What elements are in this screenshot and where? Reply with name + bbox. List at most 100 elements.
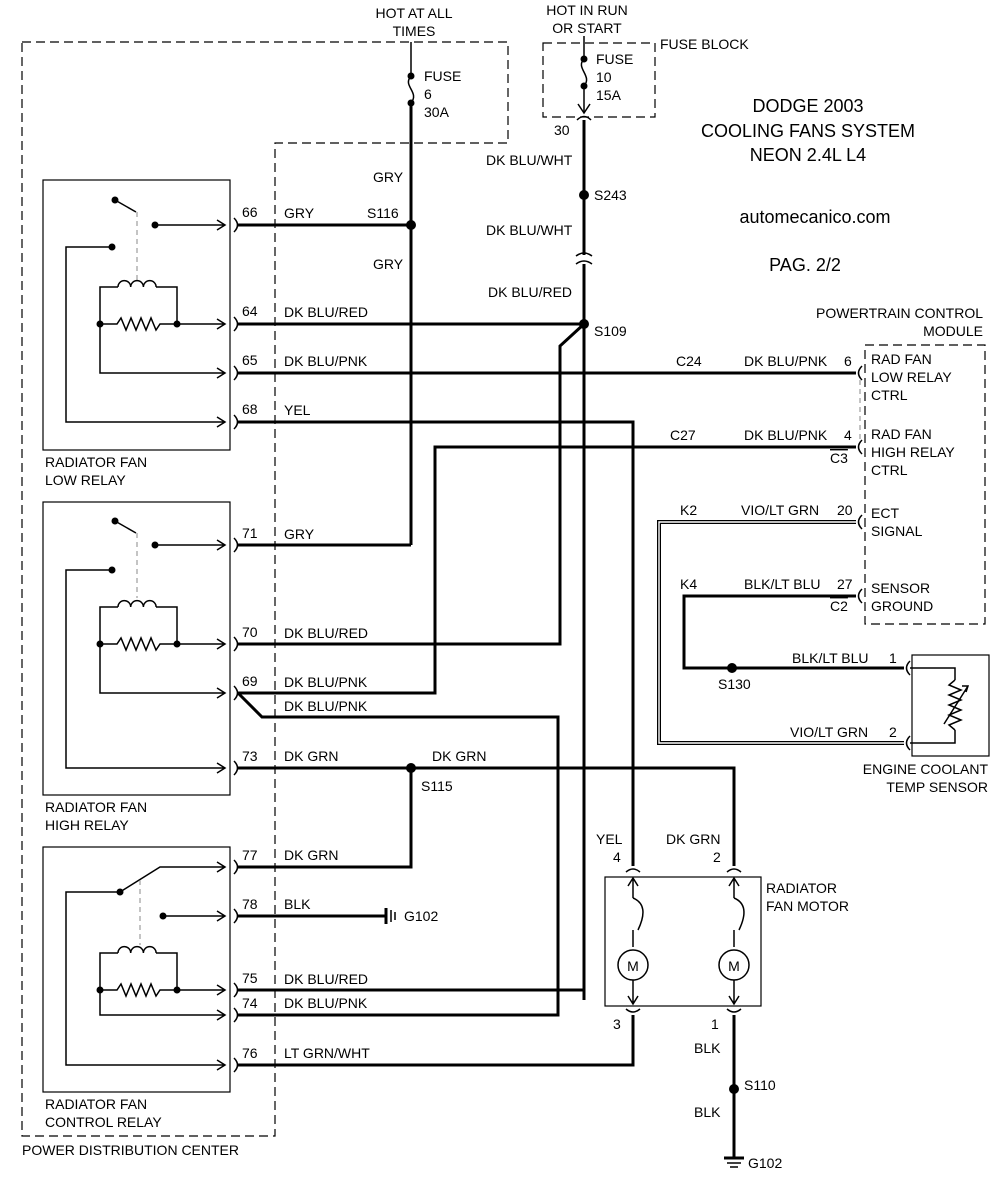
dk-blu-pnk-wire-69-c27 (238, 445, 856, 695)
fuse-block-pin-30: 30 (554, 122, 570, 138)
fuse-block-enclosure (542, 42, 656, 118)
motor-connector-icons (625, 868, 742, 1013)
pdc-pin-64: 64 (242, 303, 258, 319)
wire-75-color: DK BLU/RED (284, 971, 368, 987)
hot-in-run-label-2: OR START (552, 20, 622, 36)
pcm-4-wire-color: DK BLU/PNK (744, 427, 828, 443)
pdc-pin-77: 77 (242, 847, 258, 863)
pdc-pin-65: 65 (242, 352, 258, 368)
wire-68-color: YEL (284, 402, 311, 418)
motor-yel-label: YEL (596, 831, 623, 847)
wire-69-color-lower: DK BLU/PNK (284, 698, 368, 714)
wire-71-color: GRY (284, 526, 315, 542)
wire-74-color: DK BLU/PNK (284, 995, 368, 1011)
pcm-enclosure (864, 344, 986, 625)
dk-grn-label-right: DK GRN (432, 748, 486, 764)
ground-g102-pdc-label: G102 (404, 908, 438, 924)
pdc-pin-69: 69 (242, 673, 258, 689)
pdc-pin-75: 75 (242, 970, 258, 986)
pcm-pin-4: 4 (844, 427, 852, 443)
wire-64-color: DK BLU/RED (284, 304, 368, 320)
title-line-3: NEON 2.4L L4 (750, 145, 866, 165)
pcm-sensor-ground-2: GROUND (871, 598, 933, 614)
pcm-connector-c3: C3 (830, 450, 848, 466)
wire-66-color: GRY (284, 205, 315, 221)
motor-dk-grn-label: DK GRN (666, 831, 720, 847)
dk-blu-wht-label-lower: DK BLU/WHT (486, 222, 573, 238)
ect-1-wire-color: BLK/LT BLU (792, 650, 869, 666)
ground-g102-pdc-icon (384, 908, 396, 924)
hot-at-all-times-label-1: HOT AT ALL (375, 5, 452, 21)
fuse-10-label-3: 15A (596, 87, 622, 103)
splice-s243 (579, 190, 589, 200)
hot-at-all-times-label-2: TIMES (393, 23, 436, 39)
pdc-pin-78: 78 (242, 896, 258, 912)
pdc-pin-66: 66 (242, 204, 258, 220)
pcm-k4-label: K4 (680, 576, 697, 592)
ect-pin-2: 2 (889, 724, 897, 740)
pcm-low-ctrl-2: LOW RELAY (871, 369, 952, 385)
gry-label-lower: GRY (373, 256, 404, 272)
splice-s243-label: S243 (594, 187, 627, 203)
pdc-pin-70: 70 (242, 624, 258, 640)
splice-s109-label: S109 (594, 323, 627, 339)
low-relay-label-1: RADIATOR FAN (45, 454, 147, 470)
dk-blu-red-wire-70 (238, 322, 586, 646)
diagram-title: DODGE 2003 COOLING FANS SYSTEM NEON 2.4L… (701, 96, 915, 275)
hot-in-run-label-1: HOT IN RUN (546, 2, 627, 18)
ect-sensor-label-1: ENGINE COOLANT (863, 761, 989, 777)
wire-77-color: DK GRN (284, 847, 338, 863)
control-relay-label-2: CONTROL RELAY (45, 1114, 162, 1130)
motor-pin-4: 4 (613, 849, 621, 865)
motor-m-symbol-right: M (728, 958, 740, 974)
low-relay-label-2: LOW RELAY (45, 472, 126, 488)
pcm-high-ctrl-2: HIGH RELAY (871, 444, 955, 460)
ground-g102-motor-icon (724, 1156, 744, 1168)
fan-motor-label-2: FAN MOTOR (766, 898, 849, 914)
ect-connector-icons (905, 660, 911, 751)
pcm-low-ctrl-1: RAD FAN (871, 351, 932, 367)
motor-high-speed-icon: M (718, 876, 750, 1006)
pcm-pin-27: 27 (837, 576, 853, 592)
pcm-connector-c2: C2 (830, 598, 848, 614)
pcm-low-ctrl-3: CTRL (871, 387, 908, 403)
motor-blk-label-lower: BLK (694, 1104, 721, 1120)
pdc-pin-71: 71 (242, 525, 258, 541)
dk-grn-wire-77 (238, 768, 413, 869)
pcm-label-2: MODULE (923, 323, 983, 339)
ect-pin-1: 1 (889, 650, 897, 666)
dk-grn-wire-73-motor (238, 766, 736, 866)
inline-connector-icon (575, 252, 593, 265)
high-relay-internals-icon (65, 517, 227, 774)
motor-low-speed-icon: M (617, 876, 649, 1006)
fuse-6-label-1: FUSE (424, 68, 461, 84)
pdc-pin-74: 74 (242, 995, 258, 1011)
control-relay-box (42, 846, 231, 1093)
wire-76-color: LT GRN/WHT (284, 1045, 370, 1061)
high-relay-box (42, 501, 231, 796)
splice-s110 (729, 1084, 739, 1094)
pdc-pin-76: 76 (242, 1045, 258, 1061)
fuse-10-connector-icon (576, 115, 592, 121)
pdc-pin-73: 73 (242, 748, 258, 764)
wire-69-color-upper: DK BLU/PNK (284, 674, 368, 690)
ect-sensor-label-2: TEMP SENSOR (886, 779, 988, 795)
splice-s110-label: S110 (744, 1077, 776, 1093)
ect-2-wire-color: VIO/LT GRN (790, 724, 868, 740)
pcm-high-ctrl-1: RAD FAN (871, 426, 932, 442)
wire-65-color: DK BLU/PNK (284, 353, 368, 369)
pdc-connector-icons (233, 217, 239, 1073)
splice-s116-label: S116 (367, 205, 399, 221)
pcm-label-1: POWERTRAIN CONTROL (816, 305, 983, 321)
motor-m-symbol-left: M (627, 958, 639, 974)
fuse-6-label-3: 30A (424, 104, 450, 120)
pdc-pin-68: 68 (242, 401, 258, 417)
page-label: PAG. 2/2 (769, 255, 841, 275)
fuse-block-label: FUSE BLOCK (660, 36, 749, 52)
pcm-pin-20: 20 (837, 502, 853, 518)
fuse-10-label-1: FUSE (596, 51, 633, 67)
title-line-1: DODGE 2003 (752, 96, 863, 116)
lt-grn-wht-wire (238, 1015, 635, 1067)
wire-73-color: DK GRN (284, 748, 338, 764)
pcm-ect-signal-1: ECT (871, 505, 899, 521)
